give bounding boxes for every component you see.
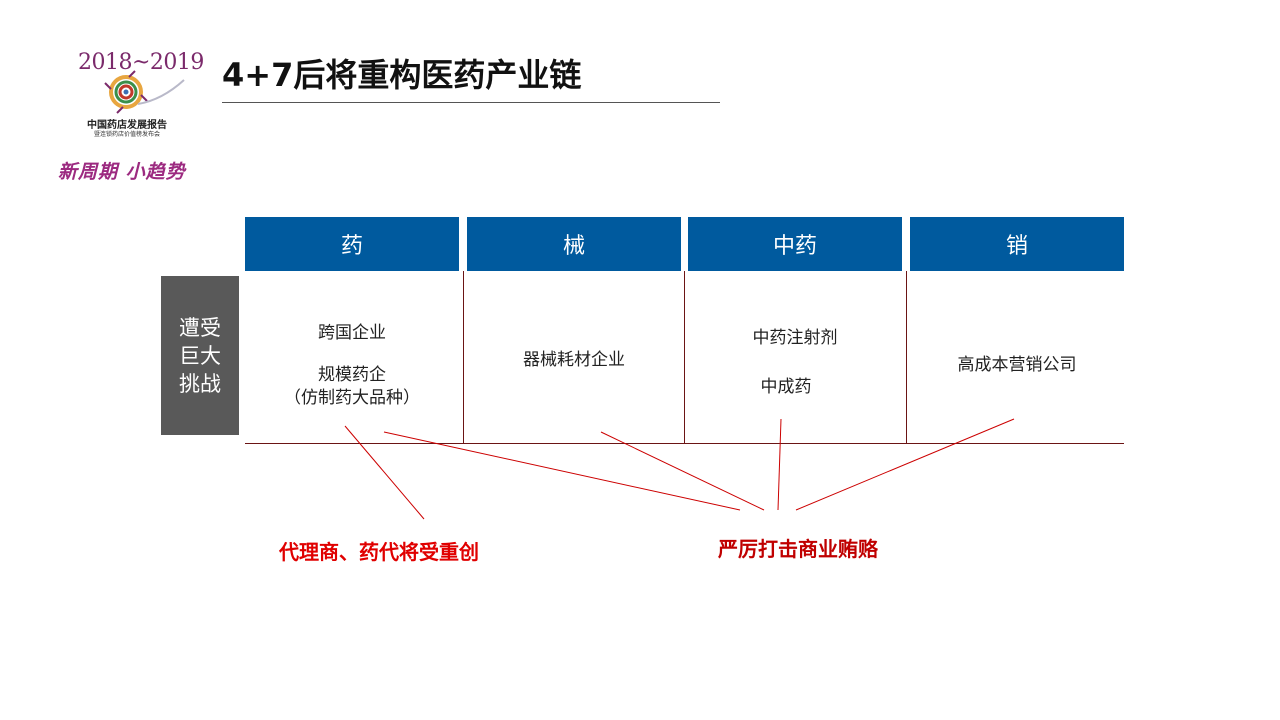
logo-title: 中国药店发展报告 bbox=[87, 120, 167, 131]
logo-year: 2018~2019 bbox=[78, 50, 204, 75]
table-bottom-rule bbox=[245, 443, 1124, 444]
callout-agents-impact: 代理商、药代将受重创 bbox=[279, 540, 479, 564]
header-device: 械 bbox=[467, 217, 681, 271]
page-title: 4+7后将重构医药产业链 bbox=[222, 56, 582, 94]
column-divider bbox=[684, 271, 685, 444]
column-divider bbox=[906, 271, 907, 444]
cell-patent-medicine: 中成药 bbox=[760, 377, 812, 397]
logo-slogan: 新周期 小趋势 bbox=[58, 161, 186, 183]
logo-swirl-icon bbox=[104, 70, 185, 114]
cell-tcm-injection: 中药注射剂 bbox=[752, 328, 838, 348]
title-underline bbox=[222, 102, 720, 103]
row-label: 遭受巨大挑战 bbox=[161, 276, 239, 435]
header-drug: 药 bbox=[245, 217, 459, 271]
logo-subtitle: 暨连锁药店价值榜发布会 bbox=[93, 131, 160, 138]
connector-line bbox=[795, 418, 1015, 511]
connector-line bbox=[777, 418, 782, 511]
connector-line bbox=[344, 425, 425, 520]
header-tcm: 中药 bbox=[688, 217, 902, 271]
connector-line bbox=[383, 431, 741, 511]
cell-large-pharma: 规模药企 bbox=[318, 365, 386, 385]
cell-high-cost-marketing: 高成本营销公司 bbox=[957, 355, 1077, 375]
row-label-text: 遭受巨大挑战 bbox=[179, 315, 221, 396]
cell-multinational: 跨国企业 bbox=[318, 323, 386, 343]
header-sales: 销 bbox=[910, 217, 1124, 271]
cell-generic-note: （仿制药大品种） bbox=[284, 388, 420, 408]
cell-device-consumables: 器械耗材企业 bbox=[523, 350, 625, 370]
callout-anti-bribery: 严厉打击商业贿赂 bbox=[718, 537, 878, 561]
connector-line bbox=[600, 431, 765, 511]
column-divider bbox=[463, 271, 464, 444]
